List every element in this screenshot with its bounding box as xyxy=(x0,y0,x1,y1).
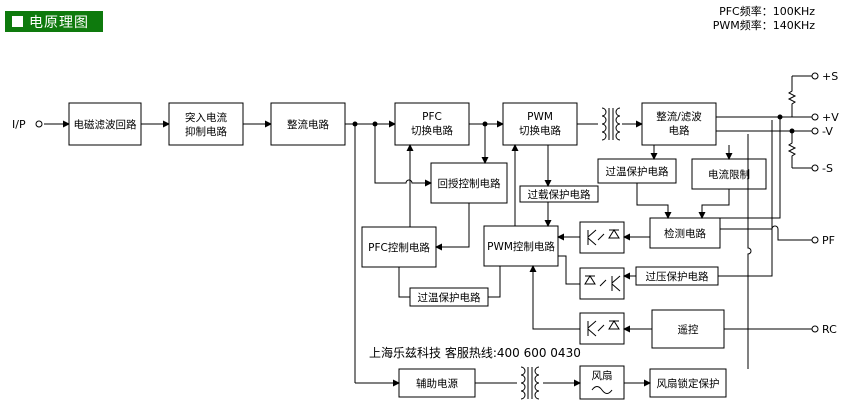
transformer-aux xyxy=(520,366,540,400)
current-limit-label: 电流限制 xyxy=(708,168,750,181)
detect-block xyxy=(649,217,721,249)
output-filter-block xyxy=(641,102,717,146)
fan-label: 风扇 xyxy=(592,369,613,382)
overload-block xyxy=(519,185,599,203)
pwm-switch-label-2: 切换电路 xyxy=(519,124,561,137)
overtemp-control-label: 过温保护电路 xyxy=(418,291,481,304)
plus-s-label: +S xyxy=(822,70,838,83)
square-icon xyxy=(12,16,23,27)
emi-filter-label: 电磁滤波回路 xyxy=(74,118,137,131)
pwm-switch-block xyxy=(502,102,578,146)
contact-line: 上海乐兹科技 客服热线:400 600 0430 xyxy=(369,346,581,360)
pfc-switch-block xyxy=(394,102,470,146)
output-filter-label-2: 电路 xyxy=(669,124,690,137)
fan-lock-block xyxy=(649,368,727,398)
output-terminals xyxy=(811,72,819,333)
remote-label: 遥控 xyxy=(678,323,699,336)
pfc-switch-label-1: PFC xyxy=(422,111,442,123)
inrush-block xyxy=(168,102,244,146)
pf-label: PF xyxy=(822,234,835,247)
aux-power-label: 辅助电源 xyxy=(416,377,458,390)
rectifier-block xyxy=(270,102,346,146)
fan-lock-label: 风扇锁定保护 xyxy=(657,377,720,390)
aux-power-block xyxy=(398,368,476,398)
remote-block xyxy=(651,309,725,349)
plus-v-label: +V xyxy=(822,111,839,124)
pwm-control-block xyxy=(483,225,559,267)
pfc-frequency: PFC频率：100KHz xyxy=(719,5,815,18)
detect-label: 检测电路 xyxy=(664,227,706,240)
overvolt-label: 过压保护电路 xyxy=(646,270,709,283)
feedback-block xyxy=(430,162,508,204)
overload-label: 过载保护电路 xyxy=(528,188,591,201)
inrush-label-1: 突入电流 xyxy=(185,111,227,124)
input-terminal xyxy=(35,120,43,128)
optocoupler-2 xyxy=(579,267,625,300)
emi-filter-block xyxy=(68,102,142,146)
overtemp-output-label: 过温保护电路 xyxy=(606,165,669,178)
feedback-label: 回授控制电路 xyxy=(438,177,501,190)
rc-label: RC xyxy=(822,323,837,336)
pwm-frequency: PWM频率：140KHz xyxy=(712,19,815,32)
section-header: 电原理图 xyxy=(5,11,103,32)
optocoupler-3 xyxy=(579,312,625,345)
overtemp-output-block xyxy=(597,158,677,184)
pwm-control-label: PWM控制电路 xyxy=(487,240,555,253)
inrush-label-2: 抑制电路 xyxy=(185,125,227,138)
pfc-switch-label-2: 切换电路 xyxy=(411,124,453,137)
transformer-main xyxy=(601,107,621,141)
minus-v-label: -V xyxy=(822,125,833,138)
current-limit-block xyxy=(691,158,767,190)
pwm-switch-label-1: PWM xyxy=(527,111,553,123)
control-wiring xyxy=(352,75,812,387)
fan-block xyxy=(579,365,625,400)
minus-s-label: -S xyxy=(822,162,833,175)
section-title: 电原理图 xyxy=(29,14,89,31)
input-label: I/P xyxy=(12,118,26,131)
pfc-control-label: PFC控制电路 xyxy=(368,241,430,254)
optocoupler-1 xyxy=(579,221,625,254)
rectifier-label: 整流电路 xyxy=(287,118,329,131)
fan-icon xyxy=(591,386,613,394)
pfc-control-block xyxy=(361,226,437,268)
output-filter-label-1: 整流/滤波 xyxy=(656,110,702,123)
